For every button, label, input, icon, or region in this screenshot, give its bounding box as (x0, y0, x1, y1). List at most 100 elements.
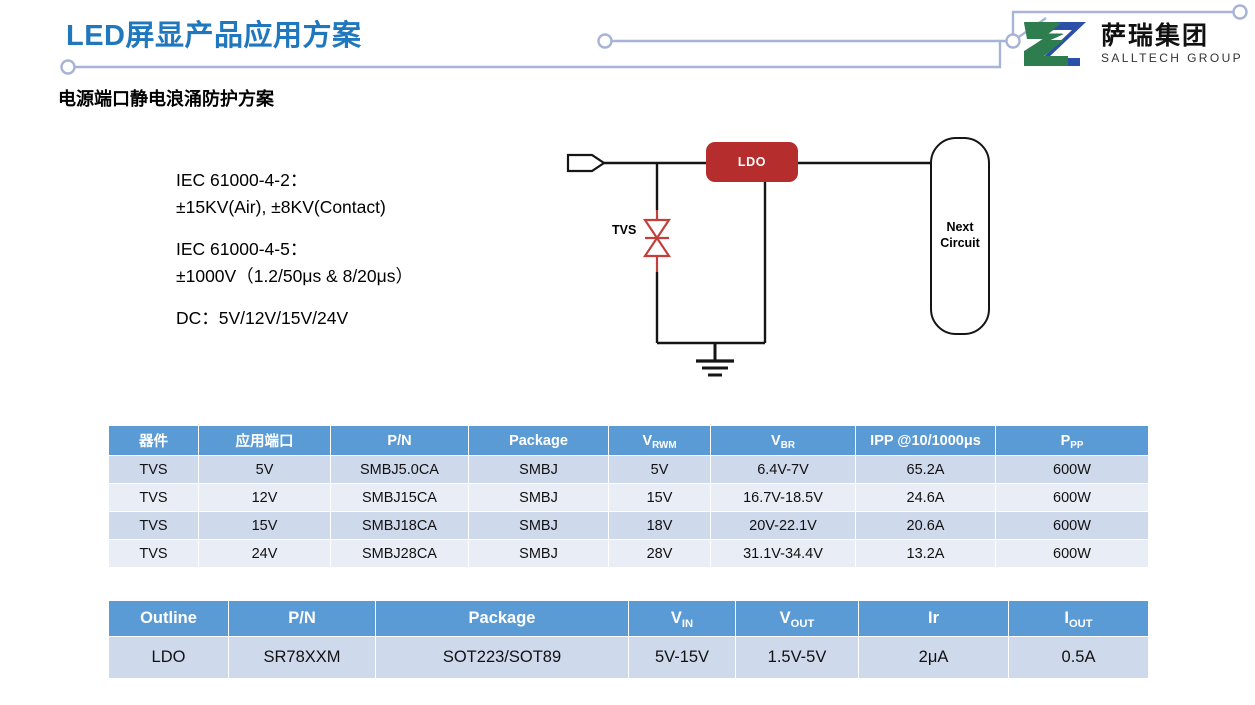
tvs-cell-r2-c1: 15V (198, 511, 331, 540)
salltech-logo-icon (1024, 22, 1086, 66)
ldo-header-cell-2: Package (375, 600, 629, 637)
header-label: V (670, 609, 682, 627)
spec-paragraph-surge: IEC 61000-4-5： ±1000V（1.2/50μs & 8/20μs） (176, 236, 413, 289)
header-label: V (779, 609, 791, 627)
tvs-header-cell-5: VBR (710, 425, 856, 456)
header-label: 器件 (139, 434, 168, 450)
tvs-cell-r1-c0: TVS (108, 483, 199, 512)
spec-paragraph-dc: DC：5V/12V/15V/24V (176, 305, 413, 332)
tvs-header-cell-6: IPP @10/1000μs (855, 425, 996, 456)
ldo-header-cell-1: P/N (228, 600, 376, 637)
tvs-cell-r3-c5: 31.1V-34.4V (710, 539, 856, 568)
tvs-cell-r3-c3: SMBJ (468, 539, 609, 568)
tvs-cell-r3-c1: 24V (198, 539, 331, 568)
ldo-header-cell-4: VOUT (735, 600, 859, 637)
ldo-cell-r0-c5: 2μA (858, 636, 1009, 679)
tvs-cell-r1-c7: 600W (995, 483, 1149, 512)
ldo-cell-r0-c1: SR78XXM (228, 636, 376, 679)
header-label: Ir (927, 609, 939, 627)
tvs-cell-r1-c5: 16.7V-18.5V (710, 483, 856, 512)
tvs-cell-r0-c4: 5V (608, 455, 711, 484)
tvs-cell-r1-c6: 24.6A (855, 483, 996, 512)
input-terminal-icon (566, 153, 606, 173)
tvs-header-cell-1: 应用端口 (198, 425, 331, 456)
next-circuit-label: Next Circuit (940, 220, 980, 250)
page-title: LED屏显产品应用方案 (66, 20, 362, 52)
tvs-cell-r2-c6: 20.6A (855, 511, 996, 540)
ldo-cell-r0-c4: 1.5V-5V (735, 636, 859, 679)
ldo-cell-r0-c0: LDO (108, 636, 229, 679)
tvs-header-cell-4: VRWM (608, 425, 711, 456)
tvs-header-cell-2: P/N (330, 425, 469, 456)
header-label: Package (468, 609, 536, 627)
tvs-cell-r2-c5: 20V-22.1V (710, 511, 856, 540)
tvs-cell-r3-c6: 13.2A (855, 539, 996, 568)
tvs-header-cell-3: Package (468, 425, 609, 456)
header-decoration (60, 4, 1248, 75)
tvs-cell-r0-c3: SMBJ (468, 455, 609, 484)
tvs-cell-r0-c2: SMBJ5.0CA (330, 455, 469, 484)
tvs-cell-r3-c7: 600W (995, 539, 1149, 568)
tvs-cell-r3-c4: 28V (608, 539, 711, 568)
tvs-header-cell-7: PPP (995, 425, 1149, 456)
logo-text-block: 萨瑞集团 SALLTECH GROUP (1101, 22, 1244, 65)
section-subtitle: 电源端口静电浪涌防护方案 (58, 89, 274, 109)
spec-line: IEC 61000-4-2： (176, 170, 308, 190)
logo-name-cn: 萨瑞集团 (1101, 22, 1210, 50)
ldo-cell-r0-c6: 0.5A (1008, 636, 1149, 679)
tvs-cell-r2-c0: TVS (108, 511, 199, 540)
header-label: V (771, 432, 781, 449)
spec-line: ±15KV(Air), ±8KV(Contact) (176, 196, 386, 217)
tvs-cell-r0-c1: 5V (198, 455, 331, 484)
tvs-cell-r2-c2: SMBJ18CA (330, 511, 469, 540)
spec-paragraph-esd: IEC 61000-4-2： ±15KV(Air), ±8KV(Contact) (176, 167, 413, 220)
company-logo: 萨瑞集团 SALLTECH GROUP (1018, 20, 1243, 68)
tvs-cell-r1-c4: 15V (608, 483, 711, 512)
header-label: IPP @10/1000μs (870, 432, 981, 449)
spec-text-block: IEC 61000-4-2： ±15KV(Air), ±8KV(Contact)… (176, 167, 413, 332)
header-label: I (1064, 609, 1069, 627)
tvs-cell-r1-c2: SMBJ15CA (330, 483, 469, 512)
spec-line: ±1000V（1.2/50μs & 8/20μs） (176, 265, 413, 286)
tvs-cell-r0-c5: 6.4V-7V (710, 455, 856, 484)
tvs-cell-r3-c2: SMBJ28CA (330, 539, 469, 568)
ldo-header-cell-0: Outline (108, 600, 229, 637)
tvs-cell-r1-c1: 12V (198, 483, 331, 512)
header-label: V (642, 432, 653, 449)
header-label: Outline (140, 609, 197, 627)
tvs-cell-r0-c6: 65.2A (855, 455, 996, 484)
header-label: P (1060, 432, 1071, 449)
header-label: 应用端口 (235, 434, 294, 450)
tvs-cell-r2-c3: SMBJ (468, 511, 609, 540)
circuit-svg (566, 153, 932, 377)
tvs-diode-icon (642, 210, 672, 272)
tvs-cell-r2-c4: 18V (608, 511, 711, 540)
header-subscript: BR (780, 439, 795, 451)
header-subscript: PP (1070, 439, 1084, 451)
header-subscript: OUT (790, 617, 815, 630)
spec-line: IEC 61000-4-5： (176, 239, 308, 260)
next-circuit-block: Next Circuit (930, 137, 990, 335)
ldo-header-cell-5: Ir (858, 600, 1009, 637)
ldo-header-cell-6: IOUT (1008, 600, 1149, 637)
tvs-cell-r0-c7: 600W (995, 455, 1149, 484)
tvs-cell-r2-c7: 600W (995, 511, 1149, 540)
ldo-header-cell-3: VIN (628, 600, 736, 637)
header-label: P/N (288, 609, 316, 627)
logo-name-en: SALLTECH GROUP (1101, 51, 1244, 65)
ldo-block: LDO (706, 142, 798, 182)
tvs-header-cell-0: 器件 (108, 425, 199, 456)
ldo-cell-r0-c3: 5V-15V (628, 636, 736, 679)
header-label: Package (509, 432, 568, 449)
